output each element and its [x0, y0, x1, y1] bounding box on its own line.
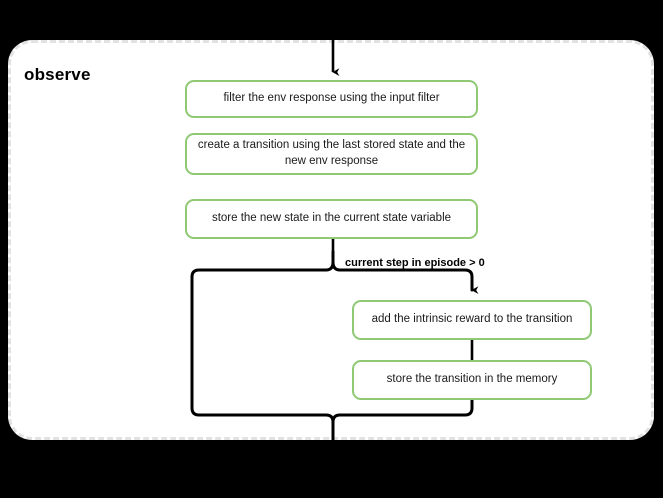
- edge-label-condition: current step in episode > 0: [345, 257, 485, 269]
- node-store-transition-memory[interactable]: store the transition in the memory: [352, 360, 592, 400]
- node-filter-env-response[interactable]: filter the env response using the input …: [185, 80, 478, 118]
- group-title-observe: observe: [24, 65, 91, 84]
- node-add-intrinsic-reward[interactable]: add the intrinsic reward to the transiti…: [352, 300, 592, 340]
- node-create-transition[interactable]: create a transition using the last store…: [185, 133, 478, 175]
- node-store-new-state[interactable]: store the new state in the current state…: [185, 199, 478, 239]
